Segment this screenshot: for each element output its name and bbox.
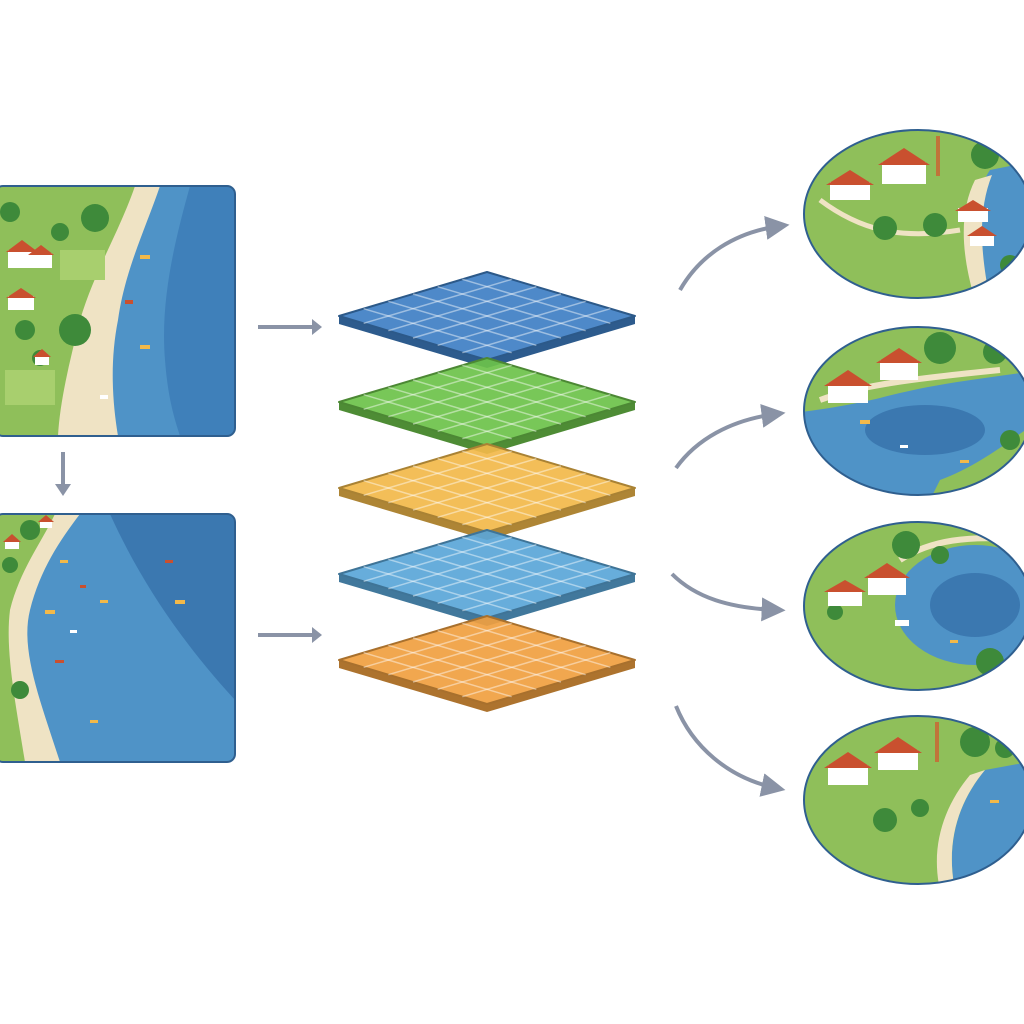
layer-stack <box>338 271 636 712</box>
layer-green-gridline <box>412 379 562 425</box>
output-village-view-3 <box>803 521 1024 691</box>
layer-yellow-gridline <box>412 465 562 511</box>
layer-yellow-gridline <box>462 450 611 497</box>
layer-green-gridline <box>462 393 611 440</box>
layer-light-blue-gridline <box>437 558 586 605</box>
arrow-stack-to-output-2 <box>674 403 786 470</box>
layer-blue-gridline <box>363 278 512 325</box>
arrow-stack-to-output-4 <box>674 705 786 797</box>
layer-orange-gridline <box>412 637 562 683</box>
layer-blue <box>338 271 636 368</box>
layer-blue-gridline <box>363 307 512 354</box>
layer-blue-gridline <box>437 285 586 332</box>
layer-blue-gridline <box>388 285 537 332</box>
layer-yellow-gridline <box>462 479 611 526</box>
layer-orange-gridline <box>363 622 512 669</box>
layer-orange-gridline <box>388 629 537 676</box>
layer-green-gridline <box>363 364 512 411</box>
layer-yellow-gridline <box>412 465 562 511</box>
layer-green-gridline <box>363 393 512 440</box>
layer-green-gridline <box>437 386 586 433</box>
layer-light-blue-gridline <box>462 536 611 583</box>
layer-light-blue-gridline <box>412 551 562 597</box>
layer-blue-gridline <box>462 307 611 354</box>
arrow-stack-to-output-1 <box>678 216 790 291</box>
layer-orange-face <box>338 615 636 705</box>
layer-orange-gridline <box>412 637 562 683</box>
layer-orange-gridline <box>462 622 611 669</box>
layer-orange-gridline <box>388 644 537 691</box>
layer-yellow-gridline <box>388 457 537 504</box>
arrow-stack-to-output-3 <box>670 572 786 622</box>
layer-light-blue-gridline <box>363 565 512 612</box>
arrow-input-a-to-input-b <box>55 452 71 496</box>
layer-light-blue-gridline <box>363 536 512 583</box>
layer-light-blue <box>338 529 636 626</box>
output-village-view-4 <box>803 715 1024 885</box>
layer-light-blue-gridline <box>462 565 611 612</box>
layer-yellow <box>338 443 636 540</box>
layer-orange <box>338 615 636 712</box>
layer-blue-gridline <box>388 300 537 347</box>
layer-green-gridline <box>437 371 586 418</box>
input-map-coastal-village <box>0 185 236 437</box>
layer-green <box>338 357 636 454</box>
layer-blue-gridline <box>437 300 586 347</box>
layer-yellow-gridline <box>388 472 537 519</box>
layer-light-blue-gridline <box>412 551 562 597</box>
input-map-flooded-coast <box>0 513 236 763</box>
layer-light-blue-gridline <box>388 558 537 605</box>
output-village-view-1 <box>803 129 1024 299</box>
layer-light-blue-gridline <box>388 543 537 590</box>
layer-light-blue-gridline <box>437 543 586 590</box>
layer-green-gridline <box>388 371 537 418</box>
layer-green-gridline <box>388 386 537 433</box>
layer-yellow-gridline <box>363 450 512 497</box>
layer-blue-gridline <box>462 278 611 325</box>
layer-yellow-gridline <box>363 479 512 526</box>
layer-orange-gridline <box>363 651 512 698</box>
layer-orange-gridline <box>462 651 611 698</box>
layer-orange-gridline <box>437 644 586 691</box>
layer-green-gridline <box>412 379 562 425</box>
layer-blue-gridline <box>412 293 562 339</box>
output-village-view-2 <box>803 326 1024 496</box>
arrow-input-b-to-stack <box>258 627 322 643</box>
layer-blue-gridline <box>412 293 562 339</box>
layer-yellow-gridline <box>437 472 586 519</box>
layer-orange-gridline <box>437 629 586 676</box>
layer-yellow-gridline <box>437 457 586 504</box>
layer-green-gridline <box>462 364 611 411</box>
arrow-input-a-to-stack <box>258 319 322 335</box>
